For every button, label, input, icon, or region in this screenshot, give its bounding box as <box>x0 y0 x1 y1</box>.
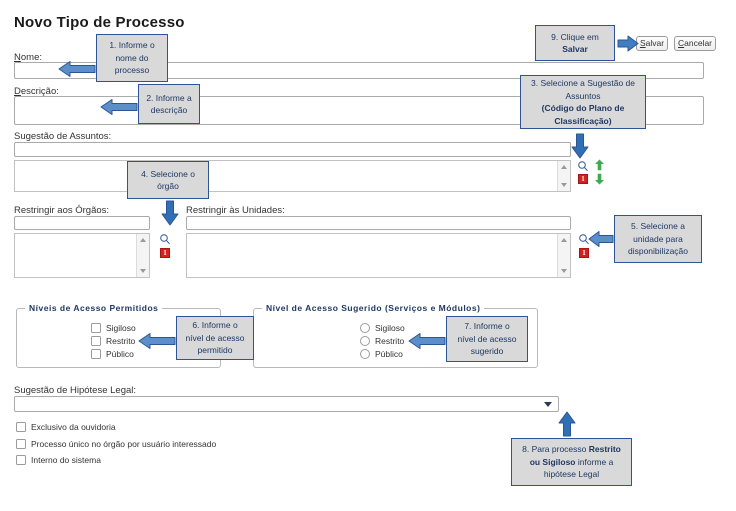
restringir-orgaos-listbox[interactable] <box>14 233 150 278</box>
nome-label: Nome: <box>14 52 42 63</box>
radio-restrito-sugerido[interactable]: Restrito <box>360 336 404 346</box>
cancel-button[interactable]: Cancelar <box>674 36 716 51</box>
callout-8: 8. Para processo Restrito ou Sigiloso in… <box>511 438 632 486</box>
callout-8-arrow-up-icon <box>557 411 577 437</box>
checkbox-publico-permitido[interactable]: Público <box>91 349 134 359</box>
sugestao-assuntos-listbox[interactable] <box>14 160 571 192</box>
radio-button[interactable] <box>360 323 370 333</box>
orgaos-required-icon[interactable]: 1 <box>160 248 170 258</box>
checkbox-exclusivo-ouvidoria[interactable]: Exclusivo da ouvidoria <box>16 422 116 432</box>
sugestao-hipotese-select[interactable] <box>14 396 559 412</box>
callout-5-arrow-left-icon <box>588 230 614 248</box>
callout-4: 4. Selecione o órgão <box>127 161 209 199</box>
checkbox-label: Restrito <box>106 336 136 346</box>
checkbox-box[interactable] <box>16 455 26 465</box>
checkbox-label: Processo único no órgão por usuário inte… <box>31 439 217 449</box>
scroll-down-icon[interactable] <box>561 183 567 187</box>
scroll-down-icon[interactable] <box>561 269 567 273</box>
checkbox-label: Sigiloso <box>106 323 136 333</box>
radio-sigiloso-sugerido[interactable]: Sigiloso <box>360 323 405 333</box>
cancel-button-label: ancelar <box>684 38 713 48</box>
checkbox-label: Exclusivo da ouvidoria <box>31 422 116 432</box>
scroll-up-icon[interactable] <box>140 238 146 242</box>
hipotese-required-icon[interactable]: 1 <box>578 174 588 184</box>
checkbox-restrito-permitido[interactable]: Restrito <box>91 336 135 346</box>
radio-label: Sigiloso <box>375 323 405 333</box>
callout-9-arrow-right-icon <box>617 35 639 52</box>
unidades-required-icon[interactable]: 1 <box>579 248 589 258</box>
sugestao-assuntos-scrollbar[interactable] <box>557 161 570 191</box>
checkbox-box[interactable] <box>16 422 26 432</box>
checkbox-box[interactable] <box>91 336 101 346</box>
scroll-up-icon[interactable] <box>561 165 567 169</box>
checkbox-box[interactable] <box>91 323 101 333</box>
callout-6: 6. Informe o nível de acesso permitido <box>176 316 254 360</box>
restringir-orgaos-scrollbar[interactable] <box>136 234 149 277</box>
page-title: Novo Tipo de Processo <box>14 14 185 31</box>
callout-1: 1. Informe o nome do processo <box>96 34 168 82</box>
callout-7-arrow-left-icon <box>408 332 446 350</box>
restringir-unidades-listbox[interactable] <box>186 233 571 278</box>
move-down-icon[interactable] <box>594 173 606 185</box>
restringir-orgaos-label: Restringir aos Órgãos: <box>14 205 110 216</box>
checkbox-box[interactable] <box>91 349 101 359</box>
scroll-down-icon[interactable] <box>140 269 146 273</box>
callout-3-arrow-down-icon <box>570 133 590 159</box>
callout-5: 5. Selecione a unidade para disponibiliz… <box>614 215 702 263</box>
radio-label: Público <box>375 349 403 359</box>
sugestao-assuntos-input[interactable] <box>14 142 571 157</box>
radio-publico-sugerido[interactable]: Público <box>360 349 403 359</box>
callout-3: 3. Selecione a Sugestão de Assuntos (Cód… <box>520 75 646 129</box>
restringir-orgaos-input[interactable] <box>14 216 150 230</box>
checkbox-sigiloso-permitido[interactable]: Sigiloso <box>91 323 136 333</box>
checkbox-interno-sistema[interactable]: Interno do sistema <box>16 455 101 465</box>
callout-2-arrow-left-icon <box>100 98 138 116</box>
descricao-label: Descrição: <box>14 86 59 97</box>
callout-4-arrow-down-icon <box>160 200 180 226</box>
restringir-unidades-scrollbar[interactable] <box>557 234 570 277</box>
checkbox-label: Interno do sistema <box>31 455 101 465</box>
radio-button[interactable] <box>360 349 370 359</box>
checkbox-box[interactable] <box>16 439 26 449</box>
cancel-button-accesskey: C <box>677 38 685 48</box>
search-unidades-icon[interactable] <box>578 233 590 245</box>
nome-input[interactable] <box>14 62 704 79</box>
sugestao-hipotese-label: Sugestão de Hipótese Legal: <box>14 385 137 396</box>
restringir-unidades-input[interactable] <box>186 216 571 230</box>
sugestao-assuntos-label: Sugestão de Assuntos: <box>14 131 112 142</box>
search-assuntos-icon[interactable] <box>577 160 589 172</box>
scroll-up-icon[interactable] <box>561 238 567 242</box>
callout-6-arrow-left-icon <box>138 332 176 350</box>
callout-2: 2. Informe a descrição <box>138 84 200 124</box>
chevron-down-icon <box>544 402 552 407</box>
radio-label: Restrito <box>375 336 405 346</box>
niveis-acesso-permitidos-legend: Níveis de Acesso Permitidos <box>25 303 163 313</box>
nivel-acesso-sugerido-legend: Nível de Acesso Sugerido (Serviços e Mód… <box>262 303 485 313</box>
move-up-icon[interactable] <box>594 159 606 171</box>
radio-button[interactable] <box>360 336 370 346</box>
checkbox-label: Público <box>106 349 134 359</box>
callout-1-arrow-left-icon <box>58 60 96 78</box>
save-button-label: alvar <box>645 38 665 48</box>
checkbox-processo-unico[interactable]: Processo único no órgão por usuário inte… <box>16 439 216 449</box>
save-button-accesskey: S <box>639 38 646 48</box>
save-button[interactable]: Salvar <box>636 36 668 51</box>
callout-9: 9. Clique em Salvar <box>535 25 615 61</box>
search-orgaos-icon[interactable] <box>159 233 171 245</box>
callout-7: 7. Informe o nível de acesso sugerido <box>446 316 528 362</box>
restringir-unidades-label: Restringir às Unidades: <box>186 205 285 216</box>
